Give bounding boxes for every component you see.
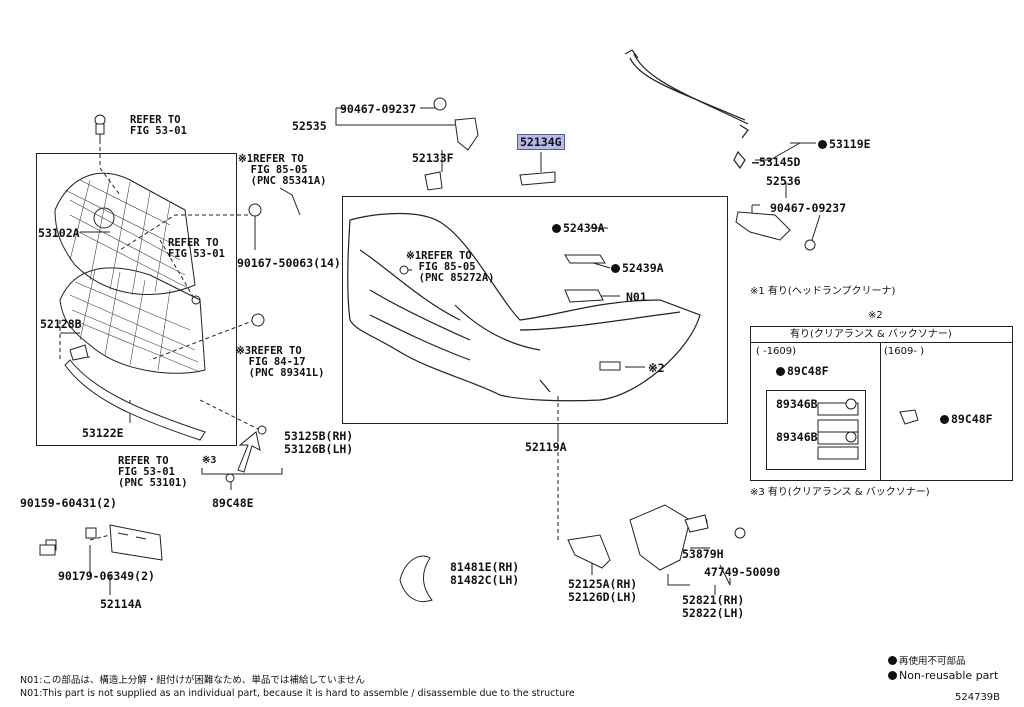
footnote-n01-jp: N01:この部品は、構造上分解・組付けが困難なため、単品では補給していません: [20, 675, 365, 686]
grille-group-frame: [36, 153, 237, 446]
part-52536[interactable]: 52536: [766, 174, 801, 188]
part-90159-60431[interactable]: 90159-60431(2): [20, 496, 117, 510]
part-89C48E[interactable]: 89C48E: [212, 496, 254, 510]
legend-col-right: (1609- ): [884, 346, 925, 357]
part-52822-lh[interactable]: 52822(LH): [682, 606, 745, 620]
legend-col-left: ( -1609): [756, 346, 797, 357]
part-52128B[interactable]: 52128B: [40, 317, 82, 331]
part-53879H[interactable]: 53879H: [682, 547, 724, 561]
legend-table-header: 有り(クリアランス & バックソナー): [790, 329, 952, 340]
non-reusable-dot-icon: [611, 264, 620, 273]
non-reusable-dot-icon: [776, 367, 785, 376]
note-star2-ref: ※2: [648, 361, 665, 375]
non-reusable-dot-icon: [888, 656, 897, 665]
part-53145D[interactable]: —53145D: [752, 155, 801, 169]
bumper-group-frame: [342, 196, 728, 424]
part-53102A[interactable]: 53102A: [38, 226, 80, 240]
part-52821-rh[interactable]: 52821(RH): [682, 593, 745, 607]
part-89346B-upper[interactable]: 89346B: [776, 397, 818, 411]
part-89346B-lower[interactable]: 89346B: [776, 430, 818, 444]
part-53119E[interactable]: 53119E: [818, 138, 871, 150]
part-53122E[interactable]: 53122E: [82, 426, 124, 440]
footnote-n01-en: N01:This part is not supplied as an indi…: [20, 688, 575, 699]
non-reusable-dot-icon: [888, 671, 897, 680]
non-reusable-dot-icon: [818, 140, 827, 149]
part-90179-06349[interactable]: 90179-06349(2): [58, 569, 155, 583]
part-53126B-lh[interactable]: 53126B(LH): [284, 442, 354, 456]
part-81481E-rh[interactable]: 81481E(RH): [450, 560, 520, 574]
refer-fig-53-01-mid[interactable]: REFER TO FIG 53-01: [168, 237, 225, 260]
refer-fig-85-05-a[interactable]: ※1REFER TO FIG 85-05 (PNC 85341A): [238, 153, 327, 187]
part-90467-09237-right[interactable]: 90467-09237: [770, 201, 847, 215]
note-star2-title: ※2: [868, 310, 883, 321]
note-star1: ※1 有り(ヘッドランプクリーナ): [750, 286, 896, 297]
legend-non-reusable-jp: 再使用不可部品: [888, 656, 966, 667]
part-89C48F-right[interactable]: 89C48F: [940, 413, 993, 425]
sensor-subgroup-frame: [766, 390, 866, 470]
part-52134G-highlighted[interactable]: 52134G: [517, 134, 565, 150]
diagram-id: 524739B: [955, 692, 1001, 703]
part-81482C-lh[interactable]: 81482C(LH): [450, 573, 520, 587]
part-52439A-lower[interactable]: 52439A: [611, 262, 664, 274]
legend-table-header-row: [750, 326, 1013, 343]
refer-fig-85-05-b[interactable]: ※1REFER TO FIG 85-05 (PNC 85272A): [406, 250, 495, 284]
legend-non-reusable-en: Non-reusable part: [888, 670, 998, 681]
note-star3: ※3 有り(クリアランス & バックソナー): [750, 487, 930, 498]
refer-fig-84-17[interactable]: ※3REFER TO FIG 84-17 (PNC 89341L): [236, 345, 325, 379]
non-reusable-dot-icon: [940, 415, 949, 424]
legend-table-divider: [880, 343, 881, 481]
part-52114A[interactable]: 52114A: [100, 597, 142, 611]
part-90167-50063[interactable]: 90167-50063(14): [237, 256, 341, 270]
part-47749-50090[interactable]: 47749-50090: [704, 565, 781, 579]
non-reusable-dot-icon: [552, 224, 561, 233]
refer-fig-53-01-bottom[interactable]: REFER TO FIG 53-01 (PNC 53101): [118, 455, 188, 489]
part-52125A-rh[interactable]: 52125A(RH): [568, 577, 638, 591]
part-52126D-lh[interactable]: 52126D(LH): [568, 590, 638, 604]
part-90467-09237-top[interactable]: 90467-09237: [340, 102, 417, 116]
part-52535[interactable]: 52535: [292, 119, 327, 133]
refer-fig-53-01-top[interactable]: REFER TO FIG 53-01: [130, 114, 187, 137]
part-N01[interactable]: N01: [626, 290, 647, 304]
part-53125B-rh[interactable]: 53125B(RH): [284, 429, 354, 443]
part-52439A-upper[interactable]: 52439A: [552, 222, 605, 234]
part-89C48F-left[interactable]: 89C48F: [776, 365, 829, 377]
part-52133F[interactable]: 52133F: [412, 151, 454, 165]
note-star3-small: ※3: [202, 455, 217, 466]
part-52119A[interactable]: 52119A: [525, 440, 567, 454]
